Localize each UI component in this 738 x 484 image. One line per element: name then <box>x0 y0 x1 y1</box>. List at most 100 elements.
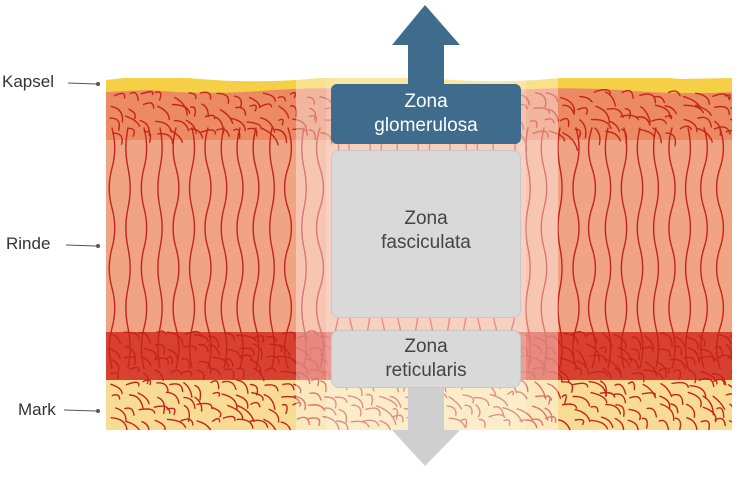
vessel-column <box>700 127 708 369</box>
medulla-capillary <box>169 383 184 393</box>
glomerulosa-capillary <box>235 106 247 116</box>
medulla-capillary <box>153 405 171 414</box>
medulla-capillary <box>124 407 135 416</box>
medulla-capillary <box>558 419 571 430</box>
medulla-capillary <box>194 384 202 401</box>
glomerulosa-capillary <box>308 115 318 124</box>
reticularis-capillary <box>166 356 174 365</box>
reticularis-capillary <box>123 331 140 340</box>
reticularis-capillary <box>587 370 609 377</box>
reticularis-capillary <box>712 372 727 386</box>
glomerulosa-capillary <box>200 129 217 135</box>
medulla-capillary <box>212 418 221 423</box>
medulla-capillary <box>293 395 307 411</box>
glomerulosa-capillary <box>697 116 712 128</box>
glomerulosa-capillary <box>544 118 555 124</box>
medulla-capillary <box>235 394 249 409</box>
vessel-column <box>525 127 531 369</box>
medulla-capillary <box>351 404 362 417</box>
medulla-capillary <box>166 407 176 416</box>
medulla-capillary <box>561 394 567 404</box>
reticularis-capillary <box>601 332 613 348</box>
reticularis-capillary <box>641 346 654 353</box>
medulla-capillary <box>391 414 404 423</box>
reticularis-capillary <box>143 372 149 385</box>
zona-fasciculata-line1: Zona <box>404 208 448 229</box>
medulla-capillary <box>251 392 264 401</box>
glomerulosa-capillary <box>654 104 671 119</box>
reticularis-capillary <box>110 333 121 345</box>
medulla-capillary <box>336 420 349 430</box>
medulla-capillary <box>350 420 370 428</box>
medulla-capillary <box>125 381 140 387</box>
reticularis-capillary <box>223 332 235 341</box>
reticularis-capillary <box>208 344 220 356</box>
capsule-label: Kapsel <box>2 72 54 91</box>
glomerulosa-capillary <box>112 132 123 145</box>
reticularis-capillary <box>675 336 686 348</box>
reticularis-capillary <box>614 367 622 378</box>
medulla-capillary <box>464 404 473 415</box>
reticularis-capillary <box>156 330 167 335</box>
zona-reticularis-line2: reticularis <box>385 360 467 381</box>
medulla-capillary <box>599 380 608 397</box>
vessel-column <box>652 127 660 369</box>
medulla-capillary <box>716 407 725 419</box>
glomerulosa-capillary <box>651 118 667 125</box>
glomerulosa-capillary <box>562 132 579 151</box>
glomerulosa-capillary <box>234 95 243 109</box>
medulla-capillary <box>311 377 320 387</box>
vessel-column <box>283 127 293 369</box>
medulla-capillary <box>685 403 696 418</box>
medulla-capillary <box>658 419 670 430</box>
medulla-capillary <box>292 401 302 407</box>
glomerulosa-capillary <box>109 117 120 132</box>
medulla-capillary <box>249 419 269 429</box>
medulla-capillary <box>183 396 196 409</box>
vessel-column <box>620 127 628 369</box>
medulla-capillary <box>282 383 295 391</box>
glomerulosa-capillary <box>638 128 656 138</box>
reticularis-capillary <box>730 371 732 374</box>
medulla-capillary <box>574 418 585 426</box>
reticularis-capillary <box>124 355 136 366</box>
reticularis-capillary <box>196 369 205 381</box>
medulla-capillary <box>572 395 591 407</box>
glomerulosa-capillary <box>713 126 731 135</box>
medulla-capillary <box>660 383 673 398</box>
medulla-capillary <box>473 396 490 407</box>
reticularis-capillary <box>532 343 543 355</box>
medulla-capillary <box>448 417 466 428</box>
reticularis-capillary <box>181 357 190 370</box>
glomerulosa-capillary <box>127 127 135 137</box>
glomerulosa-capillary <box>621 89 634 99</box>
medulla-capillary <box>236 418 254 429</box>
glomerulosa-capillary <box>590 118 612 129</box>
glomerulosa-capillary <box>278 105 290 119</box>
reticularis-capillary <box>532 367 545 376</box>
medulla-capillary <box>561 403 578 409</box>
reticularis-capillary <box>269 343 283 352</box>
vessel-column <box>668 127 676 369</box>
vessel-column <box>157 127 163 369</box>
glomerulosa-capillary <box>559 96 576 114</box>
reticularis-capillary <box>602 368 612 379</box>
glomerulosa-capillary <box>140 91 154 96</box>
reticularis-capillary <box>670 358 687 370</box>
reticularis-capillary <box>322 371 331 378</box>
glomerulosa-capillary <box>189 128 204 139</box>
medulla-capillary <box>605 403 622 415</box>
medulla-capillary <box>138 408 156 414</box>
glomerulosa-capillary <box>639 93 657 104</box>
medulla-capillary <box>659 403 675 421</box>
reticularis-capillary <box>725 343 732 358</box>
medulla-label: Mark <box>18 400 56 419</box>
reticularis-capillary <box>590 354 607 363</box>
reticularis-capillary <box>309 346 323 357</box>
reticularis-capillary <box>110 372 120 380</box>
reticularis-capillary <box>698 355 717 361</box>
reticularis-capillary <box>700 348 715 363</box>
vessel-column <box>715 127 725 369</box>
reticularis-capillary <box>236 334 257 342</box>
vessel-column <box>172 127 180 369</box>
